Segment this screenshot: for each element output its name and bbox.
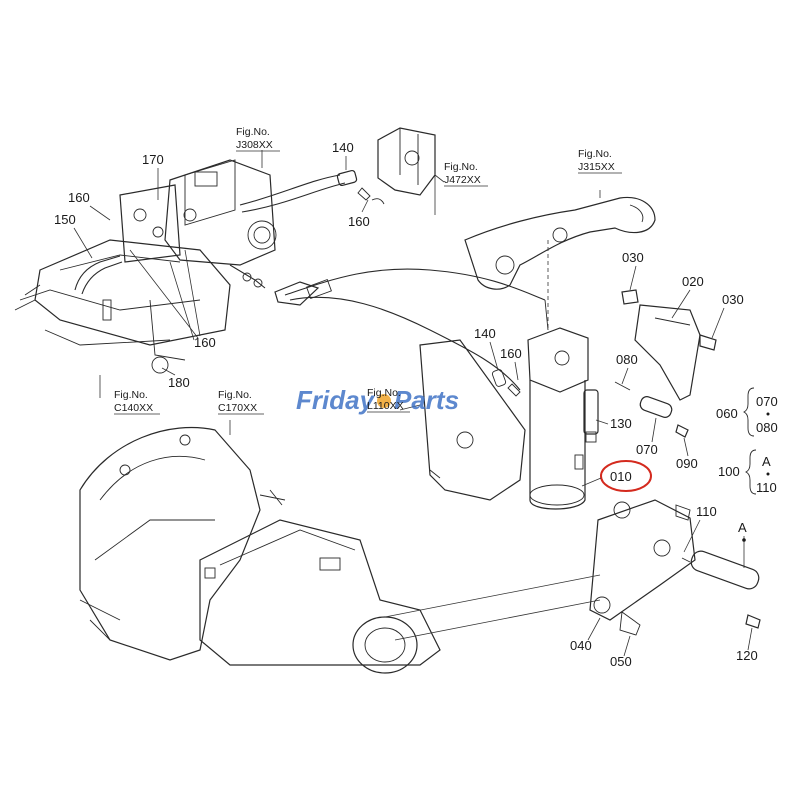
lift-arm-drawing [464,196,656,290]
part-label-050: 050 [610,654,632,669]
part-label-180: 180 [168,375,190,390]
lift-link-040-drawing [589,499,761,636]
transmission-housing-drawing [79,426,441,674]
figure-ref-c140xx: Fig.No. C140XX [114,389,160,415]
watermark-text-primary: Friday [296,385,376,415]
group-060-label: 060 [716,406,738,421]
figure-ref-code: J472XX [444,174,481,186]
part-label-020: 020 [682,274,704,289]
figure-ref-code: J315XX [578,161,615,173]
group-060: 060 070 080 [716,387,778,437]
group-060-item: 070 [756,394,778,409]
part-label-160: 160 [348,214,370,229]
figure-ref-j315xx: Fig.No. J315XX [578,148,622,174]
part-label-130: 130 [610,416,632,431]
part-label-030: 030 [722,292,744,307]
figure-ref-prefix: Fig.No. [114,389,148,401]
lift-arm-yoke-drawing [377,127,436,196]
figure-ref-prefix: Fig.No. [367,387,401,399]
pin-070-drawing [614,381,689,438]
figure-ref-l110xx: Fig.No. L110XX [367,387,410,413]
part-label-090: 090 [676,456,698,471]
watermark-accent-dot [377,394,391,408]
figure-ref-c170xx: Fig.No. C170XX [218,389,264,415]
figure-ref-prefix: Fig.No. [218,389,252,401]
figure-ref-code: L110XX [367,400,404,412]
reference-lines [99,150,601,641]
watermark-text-secondary: Parts [394,385,459,415]
part-label-030: 030 [622,250,644,265]
guard-plate-020-drawing [621,289,717,401]
figure-ref-code: C170XX [218,402,257,414]
part-label-160: 160 [500,346,522,361]
watermark: Friday Parts [296,385,459,415]
cylinder-bracket-drawing [419,339,526,501]
part-label-140: 140 [474,326,496,341]
figure-ref-j472xx: Fig.No. J472XX [444,161,488,187]
part-label-160: 160 [68,190,90,205]
part-label-040: 040 [570,638,592,653]
figure-ref-code: C140XX [114,402,153,414]
group-060-item: 080 [756,420,778,435]
part-label-080: 080 [616,352,638,367]
part-label-170: 170 [142,152,164,167]
figure-ref-prefix: Fig.No. [444,161,478,173]
part-label-150: 150 [54,212,76,227]
figure-ref-code: J308XX [236,139,273,151]
group-100: 100 A 110 [718,449,777,495]
figure-ref-prefix: Fig.No. [236,126,270,138]
group-100-item: A [762,454,771,469]
pin-140-shape [491,369,507,387]
callout-label-a: A [738,520,747,535]
part-label-140: 140 [332,140,354,155]
figure-ref-j308xx: Fig.No. J308XX [236,126,280,152]
part-label-110: 110 [696,504,717,519]
part-label-160: 160 [194,335,216,350]
hose-fitting-130-drawing [583,389,599,443]
part-label-120: 120 [736,648,758,663]
group-100-item: 110 [756,480,777,495]
clip-160-shape [507,383,521,397]
part-label-070: 070 [636,442,658,457]
lift-cylinder-drawing [527,240,589,510]
figure-ref-prefix: Fig.No. [578,148,612,160]
highlight-ring [600,460,652,492]
fitting-140-top [336,169,385,205]
valve-assembly-drawing [14,159,277,374]
hydraulic-pipe-lines [229,174,546,391]
part-label-010: 010 [610,469,632,484]
group-100-label: 100 [718,464,740,479]
part-label-010-highlighted: 010 [581,460,652,492]
